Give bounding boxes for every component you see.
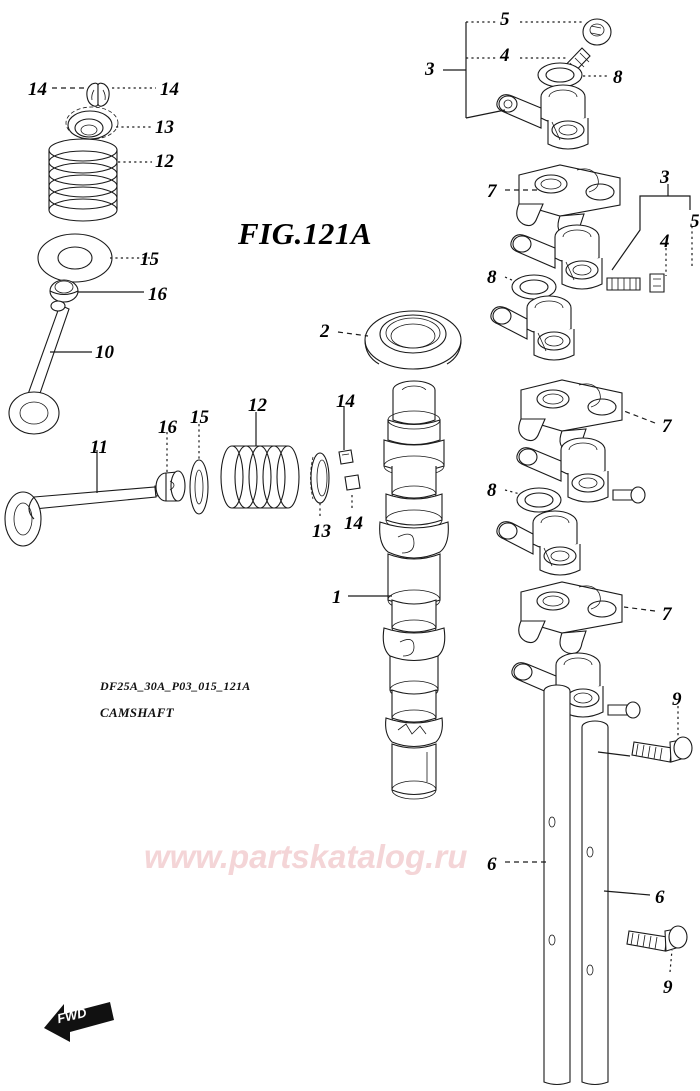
callout-rocker-arm-shim-8[interactable]: 8	[487, 480, 497, 501]
site-watermark: www.partskatalog.ru	[144, 838, 468, 875]
callout-camshaft-oil-seal-2[interactable]: 2	[320, 321, 330, 342]
callout-rocker-shaft-holder-7[interactable]: 7	[662, 604, 672, 625]
callout-rocker-arm-shim-8[interactable]: 8	[487, 267, 497, 288]
valve-assembly-horizontal	[4, 445, 361, 547]
rocker-arm-3	[490, 295, 575, 361]
adjuster-nut-top	[582, 18, 612, 46]
rocker-arm-4	[516, 437, 646, 504]
callout-valve-spring-12[interactable]: 12	[155, 151, 174, 172]
callout-adjuster-screw-4[interactable]: 4	[500, 45, 510, 66]
camshaft-oil-seal	[364, 310, 462, 370]
callout-valve-spring-seat-15[interactable]: 15	[140, 249, 159, 270]
callout-rocker-shaft-bolt-9[interactable]: 9	[672, 689, 682, 710]
callout-valve-spring-retainer-13[interactable]: 13	[155, 117, 174, 138]
callout-rocker-arm-assembly-3[interactable]: 3	[425, 59, 435, 80]
page-title: FIG.121A	[238, 216, 373, 251]
callout-valve-spring-retainer-13[interactable]: 13	[312, 521, 331, 542]
part-name-label: CAMSHAFT	[100, 705, 174, 720]
callout-camshaft-1[interactable]: 1	[332, 587, 342, 608]
callout-adjuster-screw-4[interactable]: 4	[660, 231, 670, 252]
rocker-shim-top	[537, 62, 583, 88]
rocker-shaft-right	[581, 720, 609, 1086]
rocker-arm-6	[511, 652, 641, 719]
rocker-shaft-bolt-1	[631, 736, 693, 763]
callout-rocker-arm-shim-8[interactable]: 8	[613, 67, 623, 88]
fwd-direction-arrow	[44, 1002, 114, 1042]
callout-rocker-shaft-6[interactable]: 6	[655, 887, 665, 908]
rocker-arm-2	[510, 224, 665, 293]
leader-lines	[50, 21, 693, 973]
callout-adjuster-nut-5[interactable]: 5	[500, 9, 510, 30]
callout-valve-spring-seat-15[interactable]: 15	[190, 407, 209, 428]
callout-intake-valve-10[interactable]: 10	[95, 342, 114, 363]
rocker-shaft-bolt-2	[626, 925, 688, 952]
rocker-shaft-holder-3	[518, 581, 623, 655]
rocker-arm-5	[496, 510, 581, 576]
callout-valve-stem-seal-16[interactable]: 16	[148, 284, 167, 305]
callout-rocker-shaft-bolt-9[interactable]: 9	[663, 977, 673, 998]
callout-rocker-shaft-holder-7[interactable]: 7	[487, 181, 497, 202]
rocker-shim-2	[511, 274, 557, 300]
callout-valve-spring-12[interactable]: 12	[248, 395, 267, 416]
callout-valve-cotter-14[interactable]: 14	[160, 79, 179, 100]
rocker-shim-3	[516, 487, 562, 513]
callout-valve-cotter-14[interactable]: 14	[344, 513, 363, 534]
callout-valve-stem-seal-16[interactable]: 16	[158, 417, 177, 438]
camshaft	[379, 380, 449, 800]
callout-rocker-arm-assembly-3[interactable]: 3	[660, 167, 670, 188]
callout-valve-cotter-14[interactable]: 14	[28, 79, 47, 100]
callout-adjuster-nut-5[interactable]: 5	[690, 211, 700, 232]
rocker-shaft-left	[543, 684, 571, 1086]
rocker-arm-1	[496, 84, 589, 150]
callout-valve-cotter-14[interactable]: 14	[336, 391, 355, 412]
part-code-label: DF25A_30A_P03_015_121A	[100, 679, 251, 693]
valve-assembly-vertical	[8, 82, 119, 435]
callout-rocker-shaft-6[interactable]: 6	[487, 854, 497, 875]
callout-rocker-shaft-holder-7[interactable]: 7	[662, 416, 672, 437]
callout-exhaust-valve-11[interactable]: 11	[90, 437, 108, 458]
